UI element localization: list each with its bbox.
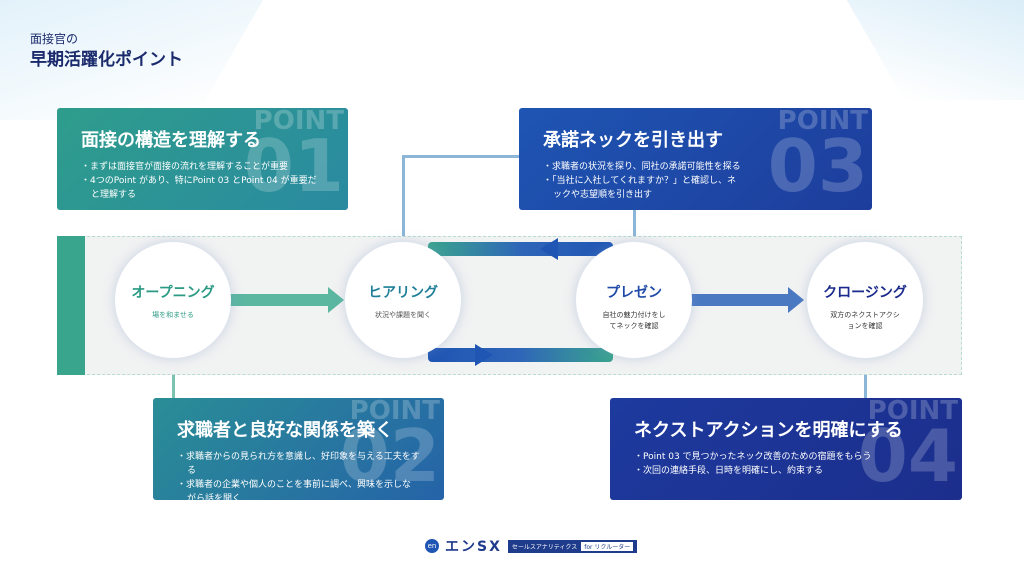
arrow-left-icon (540, 238, 558, 260)
connector-line (172, 355, 175, 405)
point-title: 求職者と良好な関係を築く (177, 420, 393, 441)
background-light-beam (823, 0, 1024, 100)
connector-line (402, 155, 405, 245)
point-title: 承諾ネックを引き出す (543, 130, 723, 151)
step-name: クロージング (823, 285, 907, 301)
step-desc: 双方のネクストアクションを確認 (830, 311, 900, 330)
step-closing: クロージング双方のネクストアクションを確認 (807, 242, 923, 358)
step-presentation: プレゼン自社の魅力付けをしてネックを確認 (576, 242, 692, 358)
product-tag-label: セールスアナリティクス (511, 543, 578, 551)
point-bullet: 求職者の企業や個人のことを事前に調べ、興味を示しながら話を聞く (177, 478, 420, 500)
product-tag-sub: for リクルーター (581, 541, 634, 551)
point-bullet: まずは面接官が面接の流れを理解することが重要 (81, 160, 324, 174)
step-desc: 自社の魅力付けをしてネックを確認 (602, 311, 666, 330)
step-desc: 場を和ませる (152, 311, 194, 319)
connector-line (864, 355, 867, 405)
step-desc: 状況や課題を聞く (375, 311, 431, 319)
arrow-right (230, 287, 344, 313)
step-name: プレゼン (606, 285, 662, 301)
point-bullet: 求職者の状況を探り、同社の承諾可能性を探る (543, 160, 848, 174)
point-bullet: 求職者からの見られ方を意識し、好印象を与える工夫をする (177, 450, 420, 478)
step-name: オープニング (131, 285, 215, 301)
step-hearing: ヒアリング状況や課題を聞く (345, 242, 461, 358)
loop-arrow-forward (428, 348, 613, 362)
connector-line (402, 155, 522, 158)
step-opening: オープニング場を和ませる (115, 242, 231, 358)
arrow-right (690, 287, 804, 313)
page-subtitle: 面接官の (30, 32, 79, 46)
logo-mark-icon: en (425, 539, 439, 553)
point-bullet: 4つのPoint があり、特にPoint 03 とPoint 04 が重要だと理… (81, 174, 324, 202)
arrow-right-icon (475, 344, 493, 366)
point-label: POINT (867, 398, 958, 426)
process-band-accent (57, 236, 85, 375)
point-label: POINT (253, 108, 344, 136)
connector-line (633, 205, 636, 250)
loop-arrow-back (428, 242, 613, 256)
point-bullet: Point 03 で見つかったネック改善のための宿題をもらう (634, 450, 938, 464)
point-title: ネクストアクションを明確にする (634, 420, 903, 441)
point-label: POINT (349, 398, 440, 426)
brand-name: エンSX (445, 539, 502, 555)
point-title: 面接の構造を理解する (81, 130, 261, 151)
point-label: POINT (777, 108, 868, 136)
page-title: 早期活躍化ポイント (30, 50, 183, 70)
point-bullet: 「当社に入社してくれますか？」と確認し、ネックや志望順を引き出す (543, 174, 743, 202)
point-bullet: 次回の連絡手段、日時を明確にし、約束する (634, 464, 938, 478)
step-name: ヒアリング (368, 285, 438, 301)
